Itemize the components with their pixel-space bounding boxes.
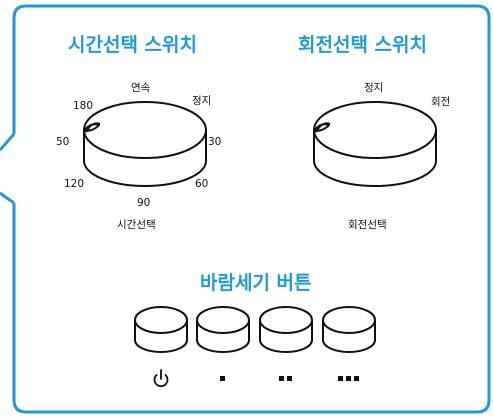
time-mark-90: 90: [137, 197, 151, 209]
rotation-switch-title: 회전선택 스위치: [298, 34, 427, 56]
rotation-mark-rotate: 회전: [431, 96, 451, 108]
time-mark-30: 30: [208, 136, 222, 148]
rotation-mark-stop: 정지: [364, 82, 384, 94]
rotation-switch-caption: 회전선택: [348, 219, 387, 231]
time-mark-120: 120: [64, 178, 85, 190]
time-switch-title: 시간선택 스위치: [68, 34, 197, 56]
time-mark-60: 60: [195, 178, 209, 190]
time-switch-caption: 시간선택: [117, 219, 156, 231]
time-mark-50: 50: [56, 136, 70, 148]
time-mark-180: 180: [73, 100, 94, 112]
fan-buttons-title: 바람세기 버튼: [200, 272, 312, 294]
time-mark-continuous: 연속: [131, 82, 151, 94]
time-mark-stop: 정지: [192, 95, 212, 107]
